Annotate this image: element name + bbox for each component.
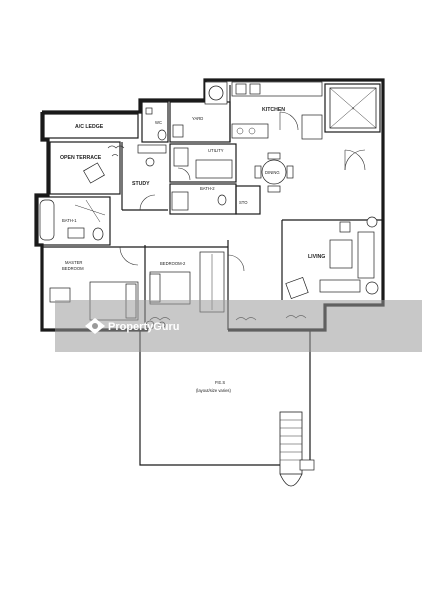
lift-shaft: × [301, 83, 381, 140]
kitchen-label: KITCHEN [262, 107, 285, 113]
living-label: LIVING [308, 254, 325, 260]
living-room: LIVING [281, 216, 383, 300]
kitchen-room: KITCHEN [204, 81, 323, 142]
bath2-label: BATH-2 [200, 186, 215, 191]
sto-label: STO [239, 200, 248, 205]
ac-ledge-label: A/C LEDGE [75, 124, 104, 130]
wc-label: WC [155, 120, 162, 125]
utility-label: UTILITY [208, 148, 224, 153]
study-label: STUDY [132, 181, 150, 187]
bath2-room: BATH-2 [169, 183, 237, 215]
ac-ledge: A/C LEDGE [43, 113, 139, 139]
pes-label: P.E.S [215, 380, 225, 385]
store-room: STO [235, 185, 261, 215]
utility-room: UTILITY [169, 143, 237, 183]
watermark-text: PropertyGuru [108, 321, 180, 333]
open-terrace-label: OPEN TERRACE [60, 155, 102, 161]
study-room: STUDY [121, 142, 168, 211]
pes-area: P.E.S (layout/size varies) [139, 330, 315, 487]
watermark: PropertyGuru [55, 300, 422, 352]
master-bedroom-label-1: MASTER [65, 260, 82, 265]
watermark-band [55, 300, 422, 352]
pes-note: (layout/size varies) [196, 388, 232, 393]
master-bedroom-label-2: BEDROOM [62, 266, 84, 271]
open-terrace: OPEN TERRACE [49, 141, 125, 195]
pes-stairs [279, 411, 303, 487]
propertyguru-logo-icon [85, 318, 105, 334]
bedroom2-label: BEDROOM-2 [160, 261, 186, 266]
dining-label: DINING [265, 170, 280, 175]
svg-text:×: × [352, 106, 355, 111]
yard-label: YARD [192, 116, 203, 121]
bedroom-2: BEDROOM-2 [145, 240, 245, 330]
wc-room: WC [141, 101, 169, 143]
dining-area: DINING [254, 152, 294, 193]
bath1-label: BATH-1 [62, 218, 77, 223]
entrance-door [344, 149, 366, 171]
yard-room: YARD [169, 101, 231, 143]
bath1-room: BATH-1 [37, 196, 111, 246]
